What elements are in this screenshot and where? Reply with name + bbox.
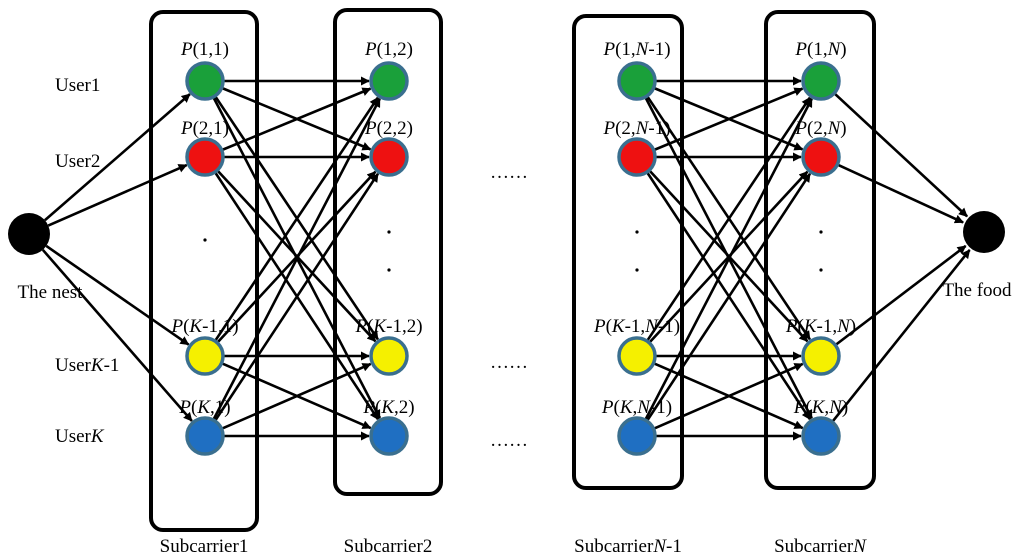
user-label-3: UserK-1	[55, 355, 119, 376]
edge-c3r2-c4r1	[653, 87, 804, 152]
horizontal-ellipsis: ……	[490, 162, 528, 183]
edge-c1r4-c2r1	[212, 97, 381, 421]
vertical-ellipsis-dot	[819, 230, 823, 234]
edge-nest-row2	[47, 163, 188, 227]
labels: P(1,1) P(2,1) P(K-1,1) P(K,1) Subcarrier1 P(1…	[18, 39, 1013, 557]
node-c3-r3	[617, 336, 657, 376]
node-c4-r4	[801, 416, 841, 456]
edge-c1r3-c2r1	[213, 96, 379, 342]
subcarrier-label-4: SubcarrierN	[774, 536, 867, 557]
edge-nest-row3	[45, 244, 190, 346]
vertical-ellipsis-dot	[635, 268, 639, 272]
nest-node	[8, 213, 50, 255]
vertical-ellipsis-dot	[203, 238, 207, 242]
edge-c3r3-c4r1	[645, 96, 811, 342]
node-c2-r3	[369, 336, 409, 376]
node-c3-r1	[617, 61, 657, 101]
node-c2-r1	[369, 61, 409, 101]
node-c4-r3	[801, 336, 841, 376]
node-label-c1-r1: P(1,1)	[180, 39, 229, 60]
node-c1-r1	[185, 61, 225, 101]
node-c3-r2	[617, 137, 657, 177]
node-c3-r4	[617, 416, 657, 456]
node-label-c2-r2: P(2,2)	[364, 118, 413, 139]
edge-row3-food	[834, 244, 967, 347]
edge-nest-row4	[41, 248, 193, 422]
food-node	[963, 211, 1005, 253]
node-c1-r4	[185, 416, 225, 456]
subcarrier-box-3	[572, 14, 684, 490]
node-label-c4-r3: P(K-1,N)	[785, 316, 856, 337]
subcarrier-box-1	[149, 10, 259, 532]
node-label-c3-r4: P(K,N-1)	[601, 397, 672, 418]
node-label-c3-r1: P(1,N-1)	[602, 39, 670, 60]
node-label-c1-r2: P(2,1)	[180, 118, 229, 139]
vertical-ellipsis-dot	[387, 268, 391, 272]
subcarrier-label-3: SubcarrierN-1	[574, 536, 682, 557]
horizontal-ellipsis: ……	[490, 430, 528, 451]
edge-c3r4-c4r3	[652, 362, 804, 431]
node-label-c4-r2: P(2,N)	[794, 118, 846, 139]
edge-c3r4-c4r1	[644, 97, 813, 421]
edge-c1r2-c2r1	[221, 87, 372, 152]
nodes	[8, 61, 1005, 456]
vertical-ellipsis-dot	[387, 230, 391, 234]
edge-c1r4-c2r2	[213, 172, 380, 422]
node-c4-r2	[801, 137, 841, 177]
subcarrier-label-1: Subcarrier1	[160, 536, 249, 557]
node-c1-r3	[185, 336, 225, 376]
user-label-4: UserK	[55, 426, 105, 447]
edge-c3r4-c4r2	[645, 172, 812, 422]
vertical-ellipsis-dot	[819, 268, 823, 272]
node-c1-r2	[185, 137, 225, 177]
node-label-c3-r3: P(K-1,N-1)	[593, 316, 680, 337]
subcarrier-box-4	[764, 10, 876, 490]
node-label-c4-r1: P(1,N)	[794, 39, 846, 60]
user-label-2: User2	[55, 151, 100, 172]
node-label-c4-r4: P(K,N)	[793, 397, 848, 418]
subcarrier-boxes	[149, 8, 876, 532]
subcarrier-label-2: Subcarrier2	[344, 536, 433, 557]
edge-c1r4-c2r3	[220, 362, 372, 431]
horizontal-ellipsis: ……	[490, 352, 528, 373]
node-c4-r1	[801, 61, 841, 101]
node-c2-r2	[369, 137, 409, 177]
node-label-c1-r3: P(K-1,1)	[170, 316, 238, 337]
node-label-c2-r3: P(K-1,2)	[354, 316, 422, 337]
vertical-ellipsis-dot	[635, 230, 639, 234]
node-label-c1-r4: P(K,1)	[178, 397, 230, 418]
edges	[41, 76, 971, 441]
edge-nest-row1	[43, 93, 191, 222]
node-label-c3-r2: P(2,N-1)	[602, 118, 670, 139]
node-label-c2-r1: P(1,2)	[364, 39, 413, 60]
subcarrier-box-2	[333, 8, 443, 496]
edge-row4-food	[831, 249, 971, 423]
nest-label: The nest	[18, 282, 84, 303]
edge-row2-food	[836, 163, 964, 224]
node-label-c2-r4: P(K,2)	[362, 397, 414, 418]
edge-row1-food	[833, 92, 969, 218]
food-label: The food	[942, 280, 1012, 301]
user-label-1: User1	[55, 75, 100, 96]
node-c2-r4	[369, 416, 409, 456]
